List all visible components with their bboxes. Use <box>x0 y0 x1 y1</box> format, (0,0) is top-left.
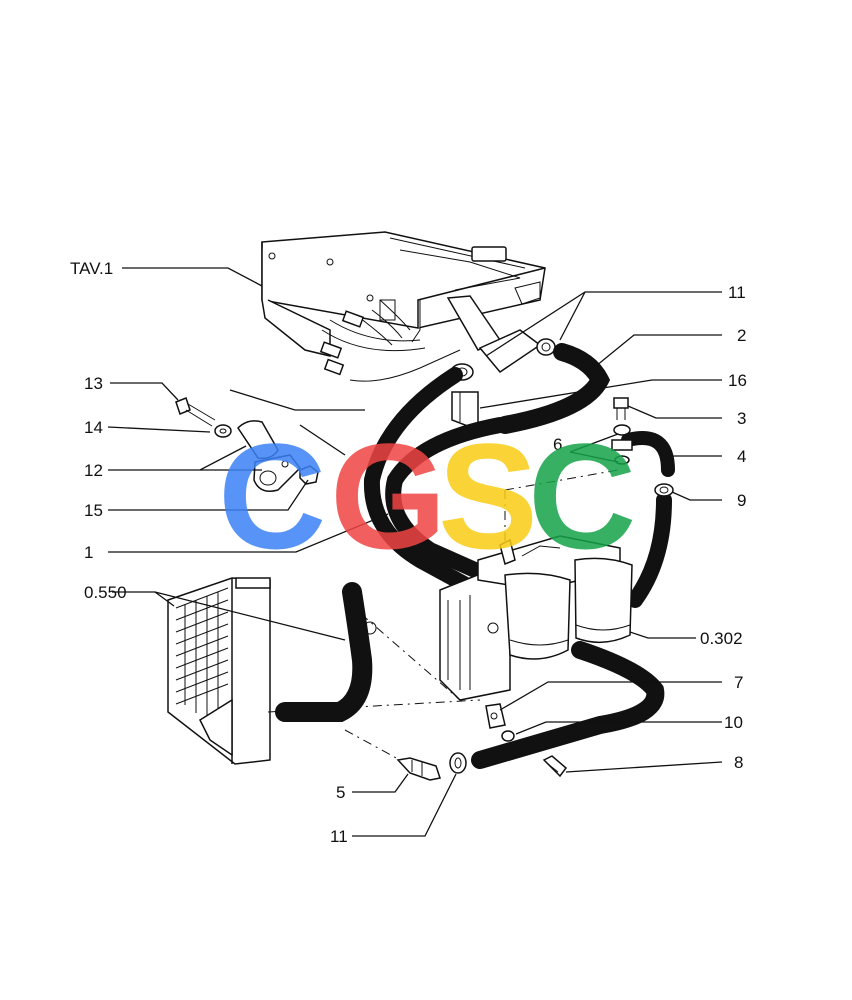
bolt-8 <box>542 755 568 778</box>
bolt-3 <box>613 397 629 420</box>
callout-12: 12 <box>84 461 103 480</box>
callout-labels: TAV.1 11 2 16 13 3 14 6 4 12 9 15 1 0.55… <box>70 259 747 846</box>
radiator <box>167 577 271 765</box>
watermark-letter-1: C <box>218 412 326 580</box>
washer-14 <box>214 424 232 438</box>
assembly-lines <box>267 469 619 761</box>
watermark-letter-3: S <box>438 412 538 580</box>
callout-0302: 0.302 <box>700 629 743 648</box>
callout-14: 14 <box>84 418 103 437</box>
ring-10 <box>501 730 515 742</box>
callout-4: 4 <box>737 447 746 466</box>
hose-clamp-top-right <box>536 338 556 356</box>
clamp-9 <box>654 483 674 497</box>
callout-9: 9 <box>737 491 746 510</box>
callout-11-bottom: 11 <box>330 827 348 846</box>
hose-assembly <box>275 343 675 769</box>
watermark-letter-4: C <box>528 412 636 580</box>
callout-13: 13 <box>84 374 103 393</box>
elbow-fitting-5 <box>396 757 441 781</box>
callout-11-top: 11 <box>728 283 746 302</box>
callout-5: 5 <box>336 783 345 802</box>
engine-housing <box>261 231 546 382</box>
nut-15 <box>299 465 319 485</box>
watermark-letter-2: G <box>330 412 447 580</box>
callout-0550: 0.550 <box>84 583 127 602</box>
bracket-12 <box>237 420 301 492</box>
bolt-13 <box>175 397 216 427</box>
hose-clamp-bottom <box>449 752 467 774</box>
callout-15: 15 <box>84 501 103 520</box>
callout-2: 2 <box>737 326 746 345</box>
watermark: C G S C <box>218 412 636 580</box>
callout-7: 7 <box>734 673 743 692</box>
callout-6: 6 <box>553 435 562 454</box>
clip-7 <box>485 703 506 729</box>
callout-16: 16 <box>728 371 747 390</box>
callout-3: 3 <box>737 409 746 428</box>
washers-6 <box>611 424 633 465</box>
filter-assembly <box>439 535 633 701</box>
leader-lines <box>107 267 723 837</box>
callout-8: 8 <box>734 753 743 772</box>
callout-1: 1 <box>84 543 93 562</box>
callout-tav1: TAV.1 <box>70 259 113 278</box>
callout-10: 10 <box>724 713 743 732</box>
